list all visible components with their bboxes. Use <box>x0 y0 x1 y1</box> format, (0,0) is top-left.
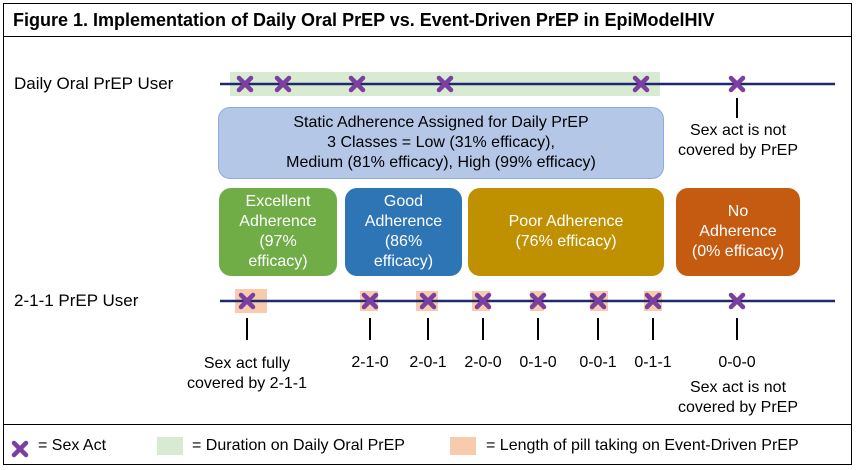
title-bar: Figure 1. Implementation of Daily Oral P… <box>3 3 852 37</box>
pattern-label-6: 0-1-1 <box>634 354 672 371</box>
excellent-adherence-box: Excellent Adherence (97% efficacy) <box>219 188 337 276</box>
sex-act-marker <box>632 75 650 93</box>
figure-frame <box>3 3 852 465</box>
poor-adherence-box: Poor Adherence (76% efficacy) <box>468 188 664 276</box>
sex-act-marker <box>238 292 256 310</box>
pattern-label-2: 2-0-1 <box>409 354 447 371</box>
excellent-adherence-text: Excellent Adherence (97% efficacy) <box>239 193 317 270</box>
sex-act-marker <box>348 75 366 93</box>
legend-sex-act-label: = Sex Act <box>38 437 107 454</box>
sex-act-marker <box>728 75 746 93</box>
sex-act-marker <box>529 292 547 310</box>
daily-row-label: Daily Oral PrEP User <box>14 74 174 93</box>
pattern-label-7: 0-0-0 <box>718 354 756 371</box>
legend-bar <box>3 424 852 465</box>
sex-act-marker <box>589 292 607 310</box>
legend-pill-swatch <box>450 437 476 455</box>
event-ticks <box>246 318 738 340</box>
sex-act-marker <box>419 292 437 310</box>
pattern-label-3: 2-0-0 <box>464 354 502 371</box>
event-uncovered-note: Sex act is not covered by PrEP <box>677 379 799 416</box>
sex-act-marker <box>474 292 492 310</box>
adherence-classes-text: Static Adherence Assigned for Daily PrEP… <box>286 114 596 171</box>
legend-daily-label: = Duration on Daily Oral PrEP <box>192 437 405 454</box>
pattern-label-1: 2-1-0 <box>351 354 389 371</box>
pattern-label-4: 0-1-0 <box>519 354 557 371</box>
legend-daily-swatch <box>157 437 183 455</box>
sex-act-marker <box>644 292 662 310</box>
good-adherence-box: Good Adherence (86% efficacy) <box>345 188 462 276</box>
poor-adherence-text: Poor Adherence (76% efficacy) <box>508 213 624 250</box>
good-adherence-text: Good Adherence (86% efficacy) <box>364 193 443 270</box>
pattern-label-5: 0-0-1 <box>579 354 617 371</box>
no-adherence-box: No Adherence (0% efficacy) <box>676 188 800 276</box>
event-row-label: 2-1-1 PrEP User <box>14 291 139 310</box>
sex-act-marker <box>728 292 746 310</box>
legend-sex-act-icon <box>11 440 29 458</box>
fully-covered-note: Sex act fully covered by 2-1-1 <box>186 355 308 392</box>
daily-uncovered-note: Sex act is not covered by PrEP <box>677 122 799 159</box>
legend-pill-label: = Length of pill taking on Event-Driven … <box>486 437 799 454</box>
sex-act-marker <box>274 75 292 93</box>
sex-act-marker <box>361 292 379 310</box>
figure-title: Figure 1. Implementation of Daily Oral P… <box>13 10 715 30</box>
no-adherence-text: No Adherence (0% efficacy) <box>691 203 785 260</box>
sex-act-markers <box>11 75 746 458</box>
adherence-classes-box: Static Adherence Assigned for Daily PrEP… <box>218 107 664 179</box>
sex-act-marker <box>436 75 454 93</box>
sex-act-marker <box>236 75 254 93</box>
